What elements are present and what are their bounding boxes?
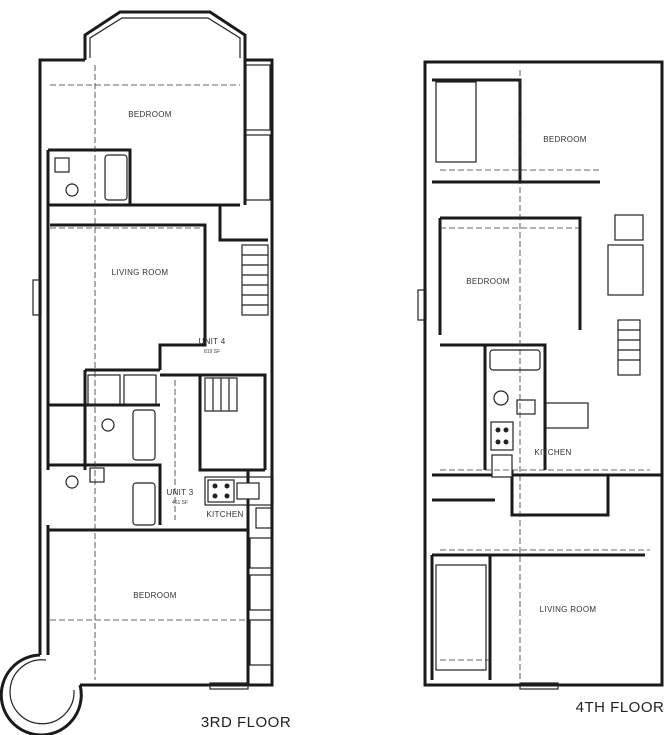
room-label-bedroom: BEDROOM (128, 110, 171, 119)
closet (435, 81, 477, 163)
dimension-lines (50, 65, 245, 680)
sink (54, 157, 70, 173)
sink (516, 399, 536, 415)
toilet (101, 418, 115, 432)
stairs (617, 319, 641, 376)
fourth-floor-interior-walls (430, 78, 662, 680)
unit-area: 819 SF (204, 349, 220, 355)
window (209, 682, 249, 690)
bathtub (132, 482, 156, 526)
kitchen-island (545, 402, 589, 429)
closet (245, 64, 271, 131)
stairs (204, 244, 269, 412)
floor-title: 3RD FLOOR (201, 714, 291, 731)
window (519, 682, 559, 690)
unit-label: UNIT 3 (167, 488, 194, 497)
room-label-bedroom: BEDROOM (133, 591, 176, 600)
round-bay-bottom (0, 653, 83, 735)
room-label-kitchen: KITCHEN (534, 448, 571, 457)
closet (87, 374, 121, 406)
toilet (65, 475, 79, 489)
closet (614, 214, 644, 241)
bathtub (489, 349, 541, 371)
closet (249, 619, 273, 666)
sink (89, 467, 105, 483)
window (417, 289, 427, 321)
room-label-kitchen: KITCHEN (206, 510, 243, 519)
kitchen-sink (491, 454, 513, 478)
room-label-living-room: LIVING ROOM (112, 268, 169, 277)
fourth-floor-plan: BEDROOM BEDROOM KITCHEN LIVING ROOM 4TH … (417, 60, 665, 716)
toilet (493, 390, 509, 406)
closet (435, 564, 487, 671)
refrigerator (255, 507, 272, 529)
kitchen-sink (236, 482, 260, 500)
room-label-living-room: LIVING ROOM (540, 605, 597, 614)
window (32, 279, 42, 316)
third-floor-plan: BEDROOM LIVING ROOM UNIT 4 819 SF UNIT 3… (0, 10, 291, 735)
closet (123, 374, 157, 406)
stove (490, 421, 514, 451)
floor-title: 4TH FLOOR (576, 699, 665, 716)
closet (249, 574, 273, 611)
bathtub (132, 409, 156, 461)
closet (249, 537, 273, 569)
counter (204, 476, 274, 506)
dimension-lines (440, 70, 650, 680)
fourth-floor-exterior-wall (423, 60, 664, 687)
bathtub (104, 154, 128, 201)
unit-label: UNIT 4 (199, 337, 226, 346)
closet (245, 134, 271, 201)
room-label-bedroom: BEDROOM (466, 277, 509, 286)
closet (607, 244, 644, 296)
stove (207, 479, 235, 503)
toilet (65, 183, 79, 197)
unit-area: 461 SF (172, 500, 188, 506)
round-bay-inner (9, 659, 75, 725)
bay-window-top (89, 17, 241, 58)
room-label-bedroom: BEDROOM (543, 135, 586, 144)
